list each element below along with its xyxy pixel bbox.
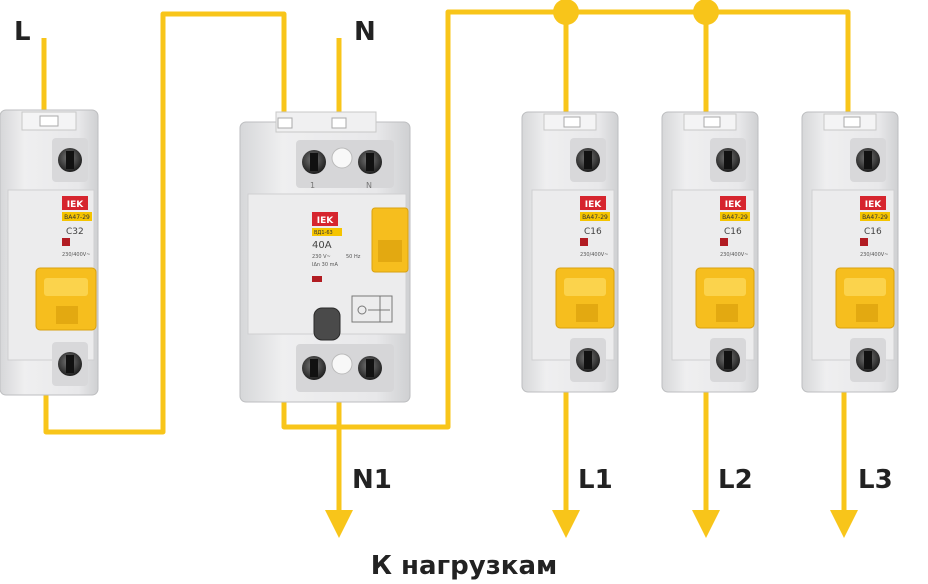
brand-mark [62, 196, 88, 210]
arrow-n1 [325, 510, 353, 538]
series-text: BA47-29 [862, 214, 888, 221]
rating-text: C32 [66, 227, 84, 237]
brand-mark [860, 196, 886, 210]
label-input-phase: L [14, 17, 31, 47]
test-button[interactable] [313, 307, 341, 341]
terminal-label-1: 1 [310, 181, 315, 190]
brand-text: IEK [317, 216, 334, 226]
brand-text: IEK [725, 200, 742, 210]
label-output-l3: L3 [858, 465, 893, 495]
series-label [62, 212, 92, 221]
brand-mark [580, 196, 606, 210]
voltage-text: 230 V~ [312, 254, 331, 260]
voltage-text: 230/400V~ [720, 252, 748, 258]
junction-dot-1 [553, 0, 579, 25]
wire-main-to-rcd [43, 11, 287, 435]
breaker-3: IEK BA47-29 C16 230/400V~ [801, 111, 899, 393]
series-text: BA47-29 [64, 214, 90, 221]
series-text: BA47-29 [582, 214, 608, 221]
circuit-symbol-icon [351, 295, 393, 323]
breaker-1: IEK BA47-29 C16 230/400V~ [521, 111, 619, 393]
arrow-l3 [830, 510, 858, 538]
terminal-label-n: N [366, 181, 372, 190]
series-text: ВД1-63 [314, 230, 333, 236]
brand-text: IEK [585, 200, 602, 210]
leakage-text: IΔn 30 mA [312, 262, 338, 268]
rating-text: C16 [584, 227, 602, 237]
voltage-text: 230/400V~ [580, 252, 608, 258]
rcd-device: 1 N IEK ВД1-63 40A 230 V~ 50 Hz IΔn 30 m… [239, 111, 411, 403]
frequency-text: 50 Hz [346, 254, 361, 260]
label-output-l1: L1 [578, 465, 613, 495]
rating-text: C16 [724, 227, 742, 237]
voltage-text: 230/400V~ [860, 252, 888, 258]
arrow-l1 [552, 510, 580, 538]
brand-text: IEK [865, 200, 882, 210]
wires [41, 9, 851, 514]
brand-text: IEK [67, 200, 84, 210]
arrow-heads [325, 510, 858, 538]
wire-rcd-to-bus [281, 9, 851, 430]
breaker-2: IEK BA47-29 C16 230/400V~ [661, 111, 759, 393]
brand-mark [720, 196, 746, 210]
voltage-text: 230/400V~ [62, 252, 90, 258]
rating-text: C16 [864, 227, 882, 237]
label-output-neutral: N1 [352, 465, 392, 495]
junction-dot-2 [693, 0, 719, 25]
caption-to-loads: К нагрузкам [371, 551, 558, 581]
label-input-neutral: N [354, 17, 376, 47]
brand-mark [312, 212, 338, 226]
rating-text: 40A [312, 240, 332, 251]
main-breaker: IEK BA47-29 C32 230/400V~ [0, 109, 99, 396]
arrow-l2 [692, 510, 720, 538]
label-output-l2: L2 [718, 465, 753, 495]
series-text: BA47-29 [722, 214, 748, 221]
